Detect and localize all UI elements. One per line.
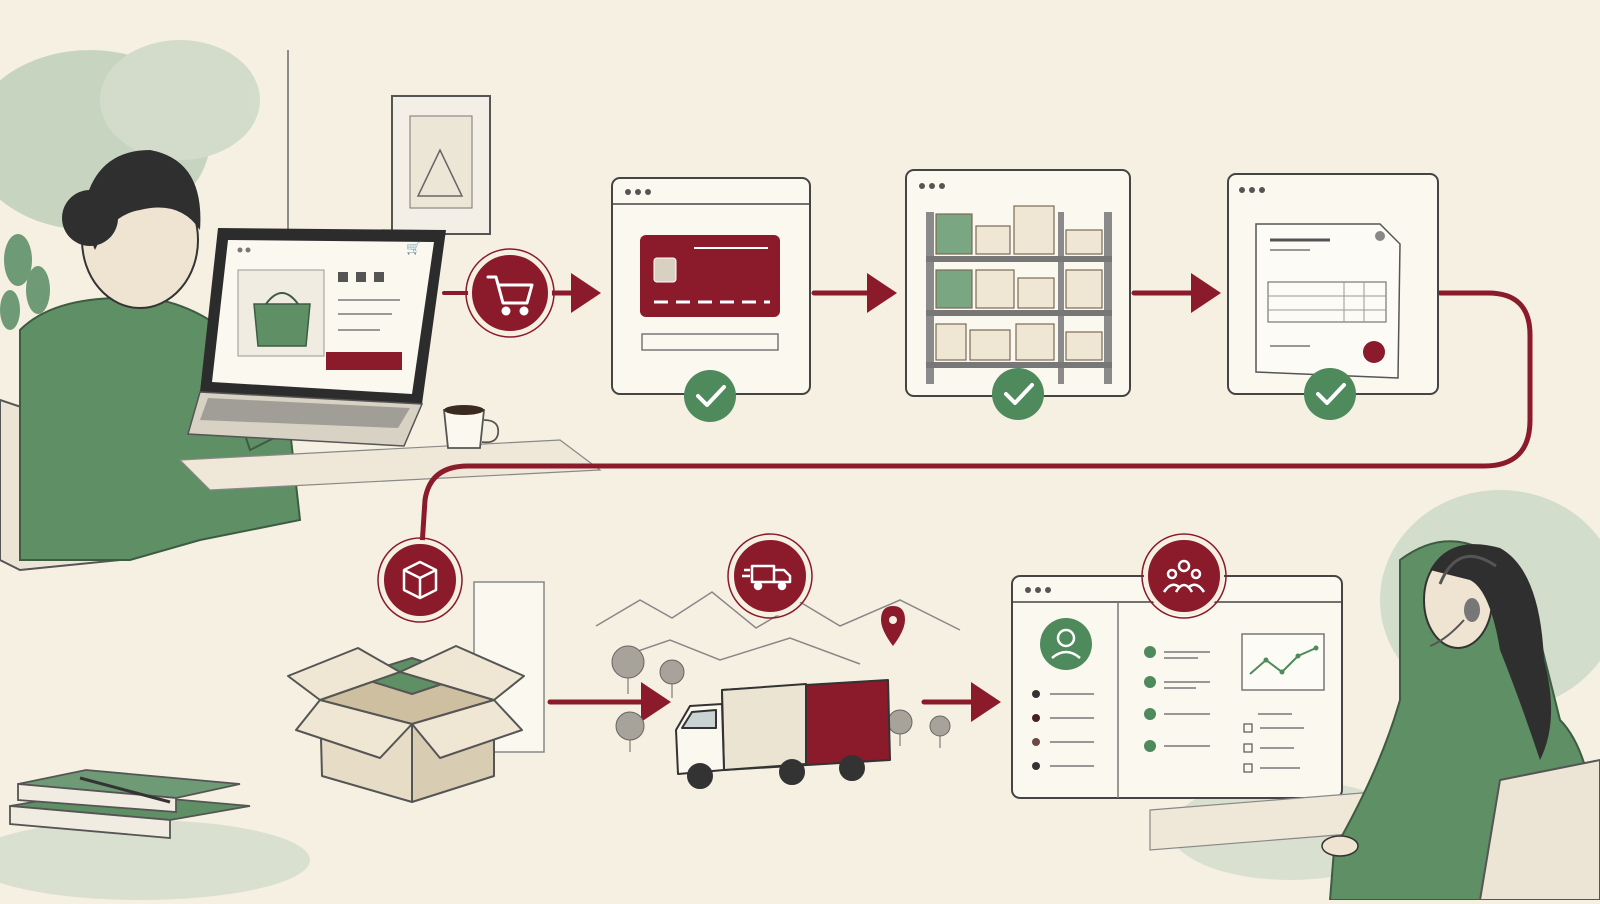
buy-button bbox=[326, 352, 402, 370]
delivery-truck bbox=[675, 679, 891, 789]
customer-scene: 🛒 bbox=[0, 50, 602, 572]
chair-right bbox=[1478, 758, 1600, 901]
warehouse-shelves-icon bbox=[926, 205, 1112, 384]
shopping-cart-icon bbox=[486, 275, 534, 316]
location-pin-icon bbox=[881, 606, 905, 646]
stage-warehouse bbox=[905, 169, 1131, 420]
check-icon bbox=[992, 368, 1044, 420]
headset-icon bbox=[1438, 554, 1497, 585]
plant bbox=[0, 234, 50, 330]
people-support-icon bbox=[1162, 559, 1206, 593]
stage-support bbox=[1011, 533, 1343, 799]
package-icon bbox=[402, 560, 438, 600]
browser-dots bbox=[237, 247, 251, 253]
invoice-stamp bbox=[1363, 341, 1385, 363]
invoice-document-icon bbox=[1255, 223, 1401, 379]
wall-picture bbox=[391, 95, 491, 235]
handbag-product bbox=[253, 303, 311, 347]
flow-connectors bbox=[419, 273, 1533, 722]
check-icon bbox=[684, 370, 736, 422]
laptop: 🛒 bbox=[187, 228, 446, 447]
open-box bbox=[287, 645, 525, 803]
mountain-landscape bbox=[595, 591, 961, 665]
crm-dashboard bbox=[1032, 618, 1325, 773]
line-chart-widget bbox=[1241, 633, 1325, 691]
connector-invoice-to-packing bbox=[419, 290, 1533, 549]
stage-delivery bbox=[595, 533, 961, 789]
stage-invoice bbox=[1227, 173, 1439, 420]
support-agent bbox=[1149, 540, 1600, 901]
desk bbox=[178, 439, 602, 491]
stage-payment bbox=[611, 177, 811, 422]
coffee-cup bbox=[443, 405, 500, 449]
delivery-truck-icon bbox=[742, 564, 792, 591]
check-icon bbox=[1304, 368, 1356, 420]
stage-shop bbox=[465, 248, 555, 338]
books bbox=[9, 769, 251, 839]
credit-card-icon bbox=[640, 235, 780, 317]
stage-packing bbox=[9, 537, 545, 839]
laptop-cart-icon: 🛒 bbox=[406, 241, 421, 255]
user-avatar bbox=[1040, 618, 1092, 670]
